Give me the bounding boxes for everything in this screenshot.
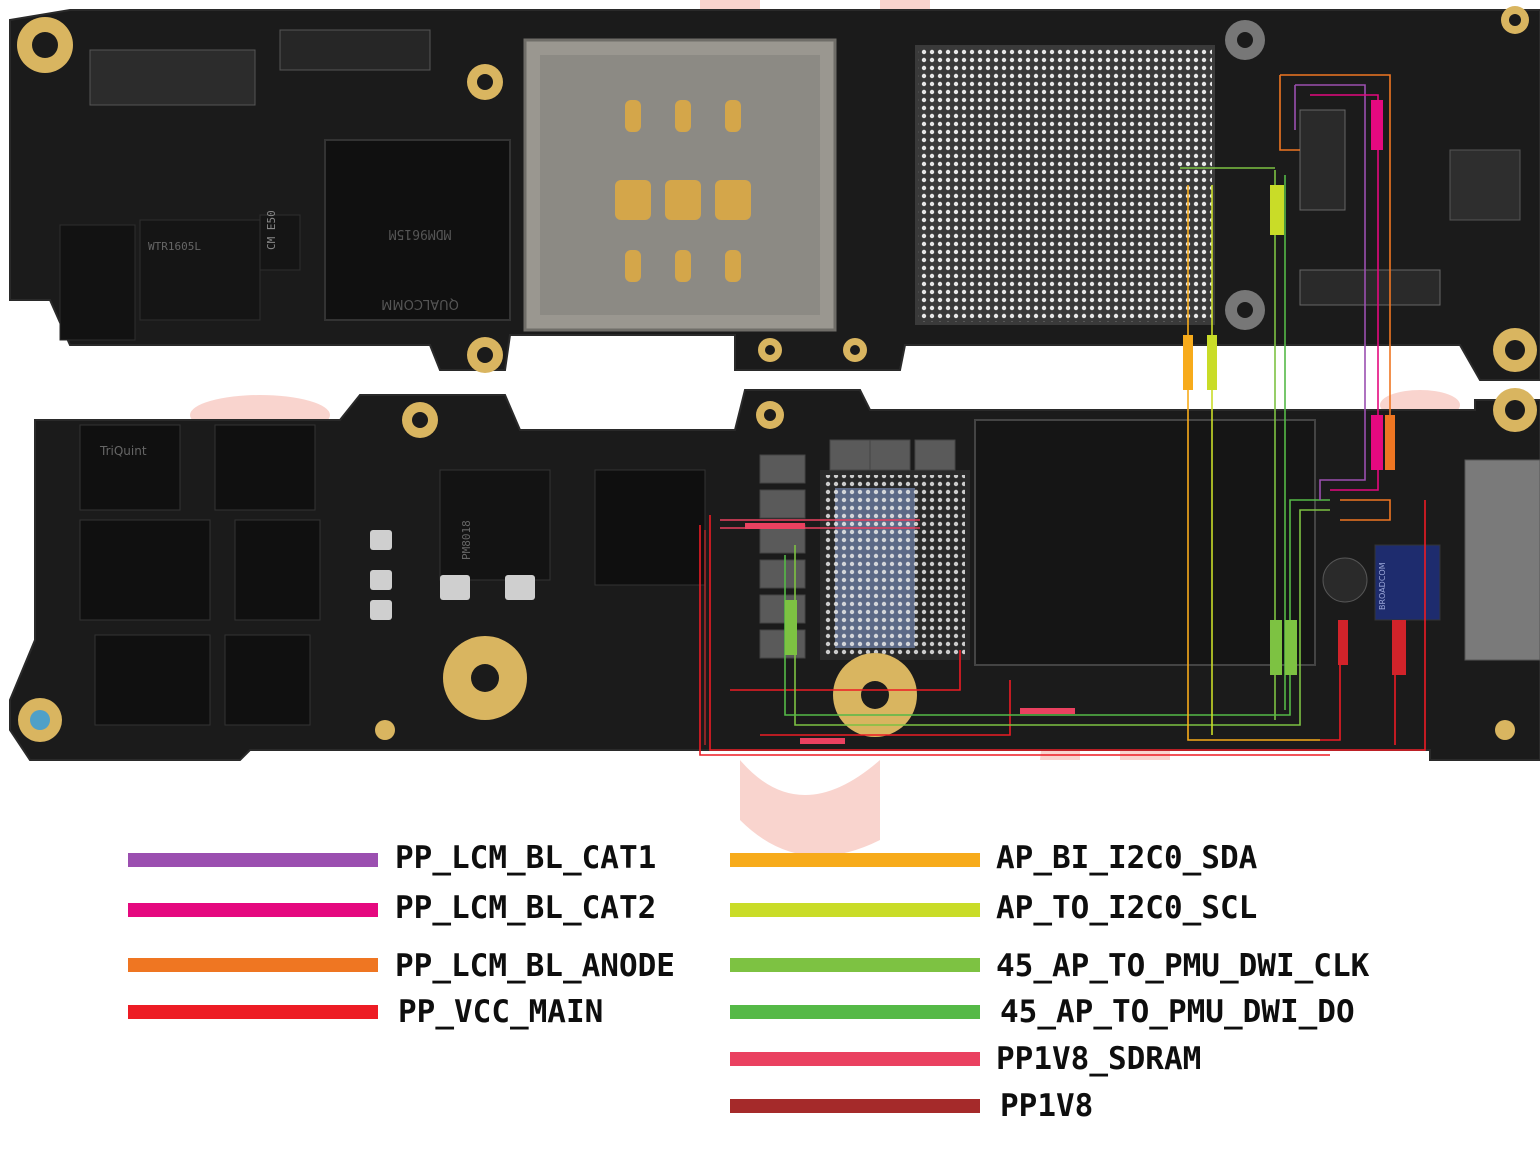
legend-swatch-ap-to-i2c0-scl: [730, 903, 980, 917]
legend-swatch-pp-lcm-bl-cat1: [128, 853, 378, 867]
legend-swatch-pp-lcm-bl-anode: [128, 958, 378, 972]
trace-lcm-bl-cat2: [1310, 94, 1383, 491]
transceiver-chip: [139, 219, 261, 321]
connector-top-left: [89, 49, 256, 106]
pmu-chip: [439, 469, 551, 581]
trace-dwi-do: [784, 175, 1330, 716]
chip-cm-label: CM E50: [265, 210, 278, 250]
trace-i2c0-scl: [1207, 185, 1284, 735]
chip-pmu-label: PM8018: [460, 520, 473, 560]
legend-label-pp1v8-sdram: PP1V8_SDRAM: [996, 1041, 1202, 1077]
trace-pp1v8: [704, 530, 1406, 745]
legend-swatch-pp1v8-sdram: [730, 1052, 980, 1066]
capacitors: [370, 530, 535, 620]
rf-modules: [79, 424, 321, 726]
connector-top-right-a: [1299, 109, 1346, 211]
chip-wtr-label: WTR1605L: [148, 240, 201, 253]
trace-pp1v8-sdram: [720, 519, 1075, 744]
broadcom-chip: [1374, 544, 1441, 621]
legend-swatch-pp-vcc-main: [128, 1005, 378, 1019]
legend-label-pp-lcm-bl-anode: PP_LCM_BL_ANODE: [395, 948, 675, 984]
mounting-holes-bottom: [18, 388, 1537, 742]
top-board: MDM9615M QUALCOMM WTR1605L CM E50: [9, 6, 1540, 381]
trace-lcm-bl-anode: [1279, 74, 1395, 521]
legend-label-ap-to-i2c0-scl: AP_TO_I2C0_SCL: [996, 890, 1258, 926]
legend-swatch-pp-lcm-bl-cat2: [128, 903, 378, 917]
inductor-column: [759, 439, 956, 659]
legend-swatch-45-ap-to-pmu-dwi-do: [730, 1005, 980, 1019]
chip-qualcomm-label: QUALCOMM: [381, 296, 459, 311]
legend-swatch-pp1v8: [730, 1099, 980, 1113]
chip-mdm-label: MDM9615M: [389, 226, 452, 241]
baseband-chip: [324, 139, 511, 321]
legend-label-45-ap-to-pmu-dwi-clk: 45_AP_TO_PMU_DWI_CLK: [996, 948, 1370, 984]
legend-label-45-ap-to-pmu-dwi-do: 45_AP_TO_PMU_DWI_DO: [1000, 994, 1355, 1030]
legend-label-pp-vcc-main: PP_VCC_MAIN: [398, 994, 604, 1030]
connector-top-right-b: [1299, 269, 1441, 306]
chip-triquint-label: TriQuint: [99, 444, 147, 458]
legend-label-pp-lcm-bl-cat1: PP_LCM_BL_CAT1: [395, 840, 657, 876]
bottom-board: TriQuint PM8018 BROADCOM: [9, 388, 1540, 761]
legend-swatch-45-ap-to-pmu-dwi-clk: [730, 958, 980, 972]
legend-swatch-ap-bi-i2c0-sda: [730, 853, 980, 867]
chip-broadcom-label: BROADCOM: [1378, 562, 1387, 610]
trace-lcm-bl-cat1: [1294, 84, 1366, 500]
legend-label-ap-bi-i2c0-sda: AP_BI_I2C0_SDA: [996, 840, 1258, 876]
trace-i2c0-sda: [1183, 185, 1320, 741]
sim-contacts: [615, 100, 751, 282]
legend-label-pp-lcm-bl-cat2: PP_LCM_BL_CAT2: [395, 890, 657, 926]
main-shield: [974, 419, 1316, 666]
legend-label-pp1v8: PP1V8: [1000, 1088, 1094, 1124]
